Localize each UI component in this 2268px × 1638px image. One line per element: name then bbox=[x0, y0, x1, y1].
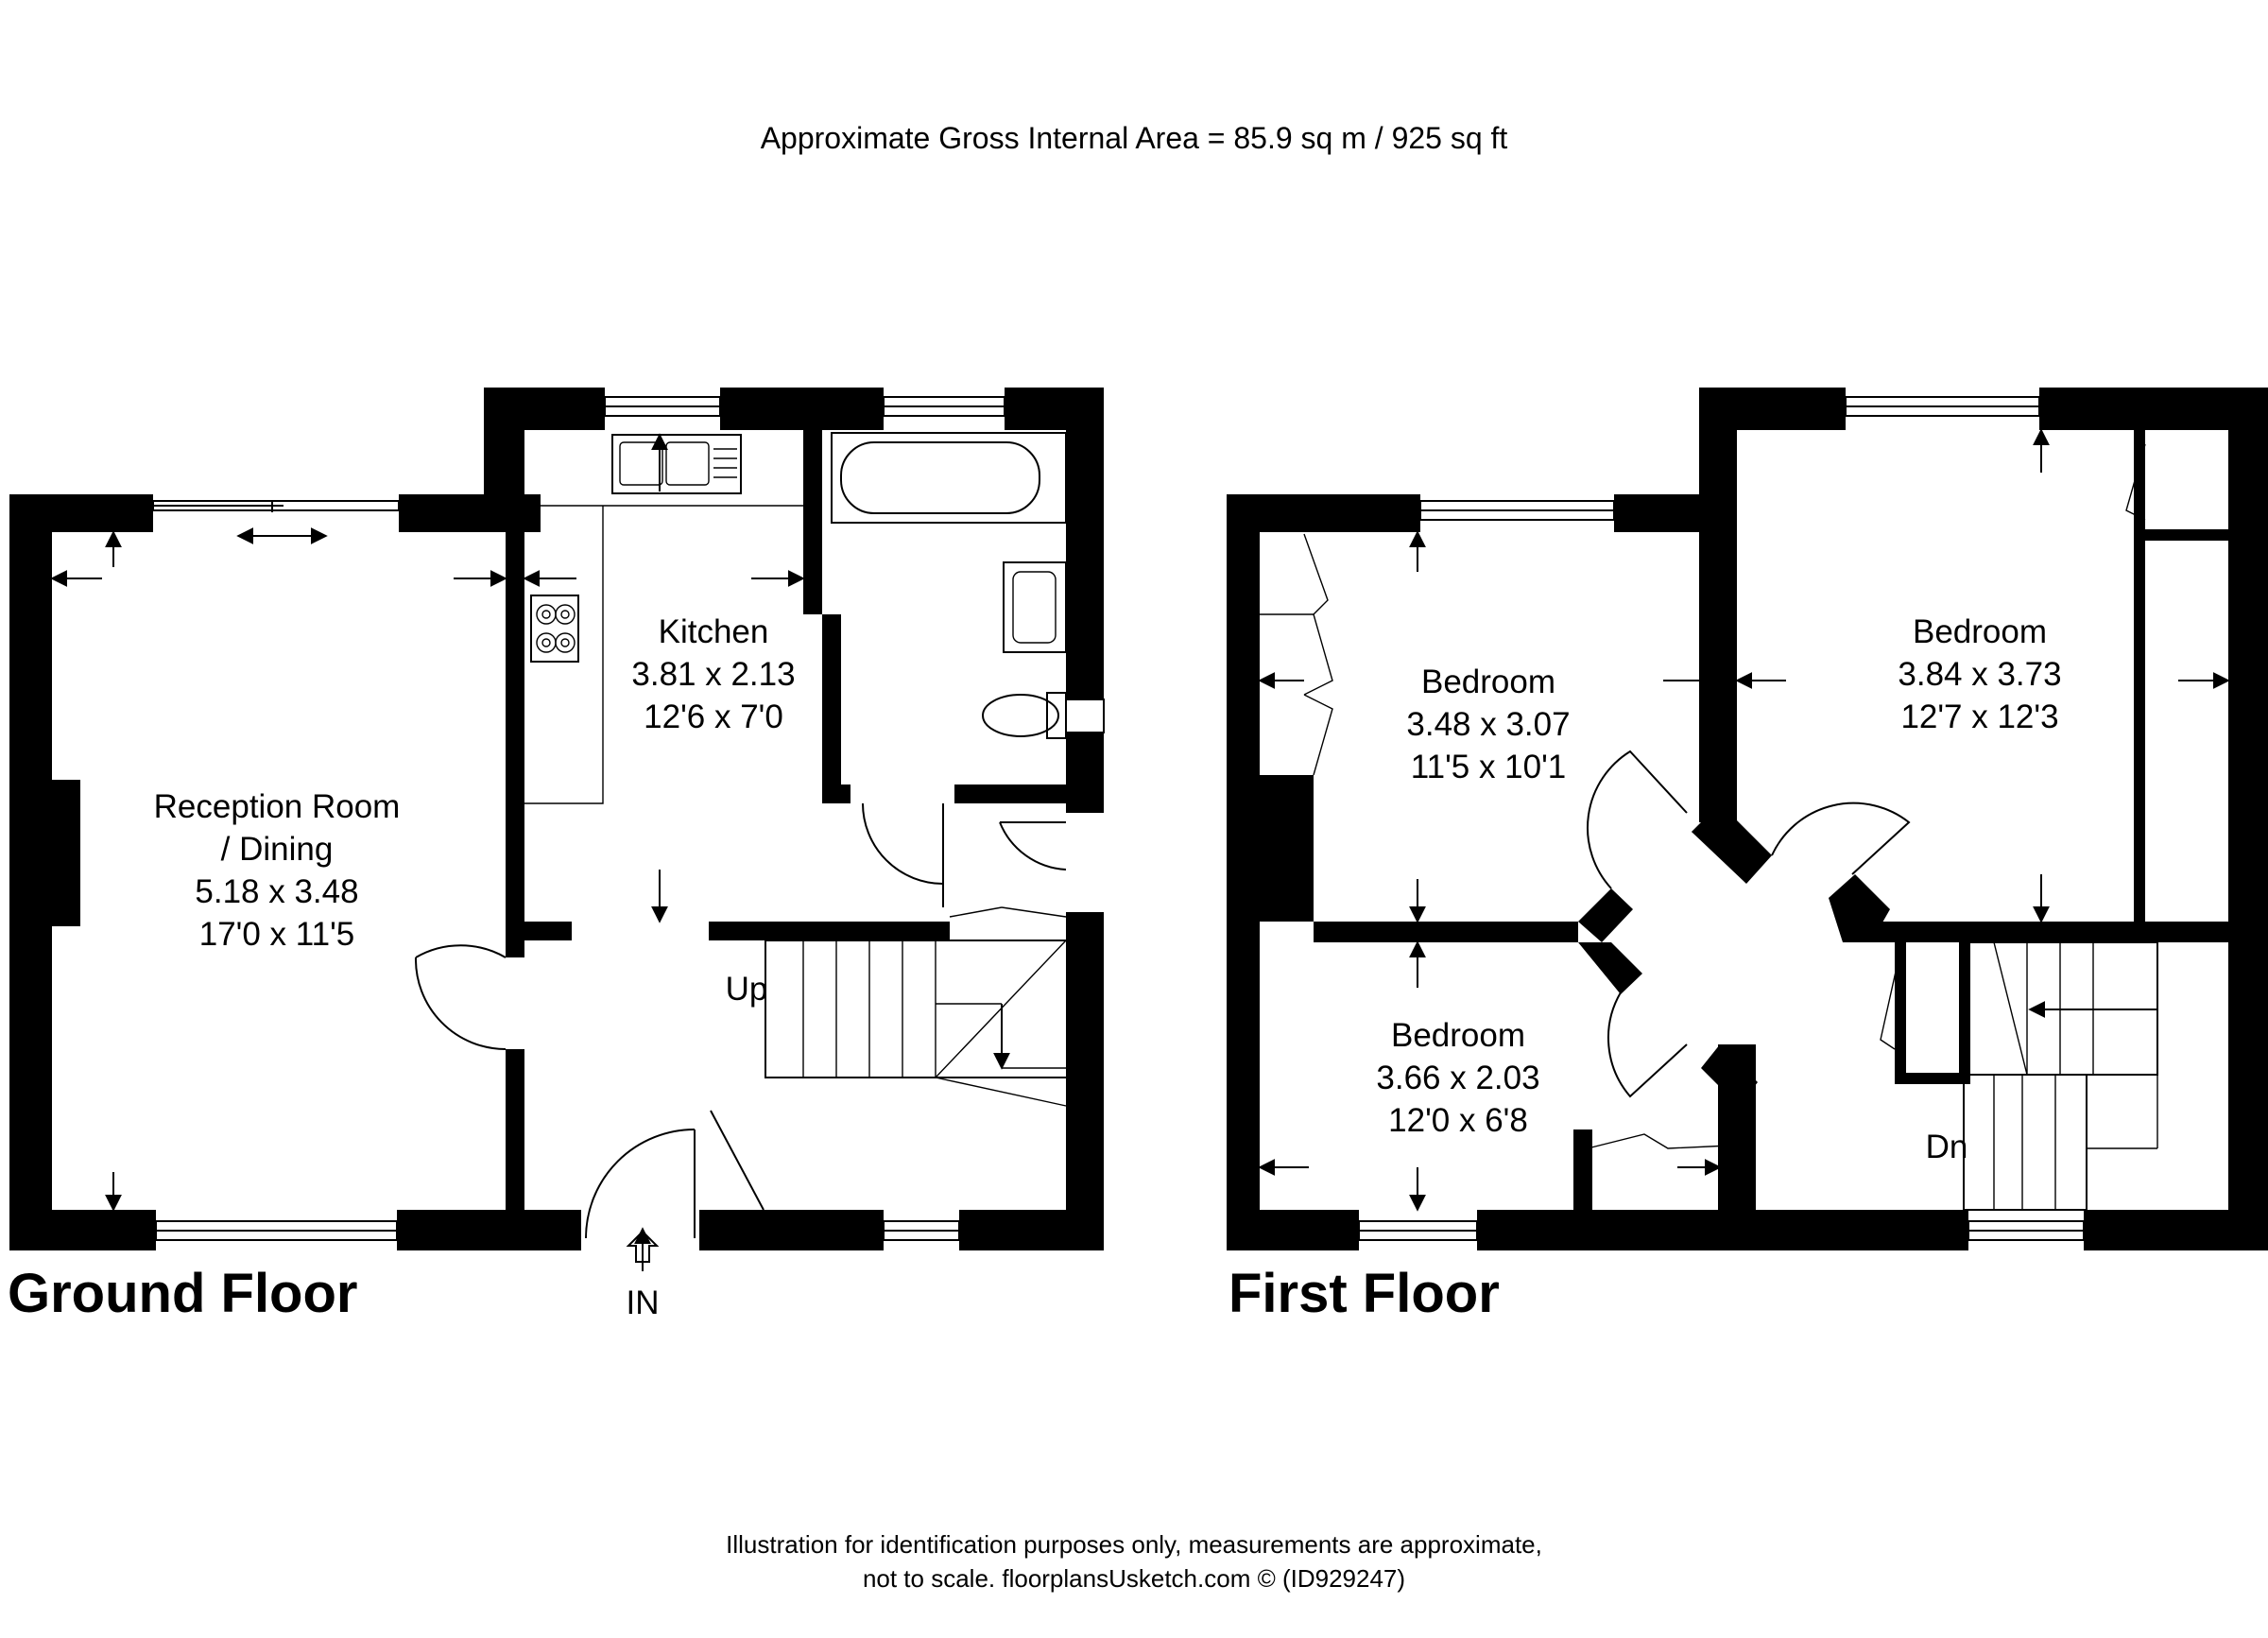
bedroom3-name: Bedroom bbox=[1391, 1017, 1525, 1054]
patio-sliding-door bbox=[152, 500, 400, 544]
first-stairs bbox=[1963, 941, 2158, 1211]
first-dimension-arrows bbox=[1258, 428, 2230, 1212]
ground-dimension-arrows bbox=[50, 530, 805, 1271]
wardrobes bbox=[1260, 443, 2146, 1149]
landing-diagonal-walls bbox=[1578, 803, 1890, 1106]
bedroom3-imperial: 12'0 x 6'8 bbox=[1388, 1102, 1528, 1139]
kitchen-counters bbox=[524, 433, 803, 804]
bedroom2-imperial: 12'7 x 12'3 bbox=[1900, 698, 2058, 735]
reception-room-name: Reception Room bbox=[154, 788, 401, 825]
reception-room-metric: 5.18 x 3.48 bbox=[195, 873, 358, 910]
bedroom2-metric: 3.84 x 3.73 bbox=[1898, 656, 2061, 693]
bedroom1-imperial: 11'5 x 10'1 bbox=[1411, 749, 1567, 785]
reception-room-name-line2: / Dining bbox=[221, 831, 334, 868]
gross-internal-area: Approximate Gross Internal Area = 85.9 s… bbox=[760, 121, 1508, 155]
first-floor-title: First Floor bbox=[1228, 1263, 1500, 1324]
ground-doors bbox=[414, 802, 1067, 1239]
entrance-label: IN bbox=[627, 1285, 660, 1321]
reception-room-imperial: 17'0 x 11'5 bbox=[199, 916, 355, 953]
kitchen-name: Kitchen bbox=[659, 613, 769, 650]
first-floor-plan: Bedroom 3.48 x 3.07 11'5 x 10'1 Bedroom … bbox=[1227, 388, 2268, 1250]
bedroom1-metric: 3.48 x 3.07 bbox=[1406, 706, 1570, 743]
ground-floor-title: Ground Floor bbox=[8, 1263, 358, 1324]
disclaimer-line1: Illustration for identification purposes… bbox=[726, 1530, 1542, 1559]
ground-stairs-label: Up bbox=[726, 971, 768, 1008]
first-stairs-label: Dn bbox=[1926, 1129, 1968, 1165]
disclaimer-line2: not to scale. floorplansUsketch.com © (I… bbox=[862, 1564, 1406, 1593]
bedroom2-name: Bedroom bbox=[1913, 613, 2047, 650]
ground-floor-plan: Reception Room / Dining 5.18 x 3.48 17'0… bbox=[9, 388, 1105, 1321]
bathroom-fixtures bbox=[831, 432, 1105, 739]
disclaimer: Illustration for identification purposes… bbox=[0, 1527, 2268, 1595]
kitchen-metric: 3.81 x 2.13 bbox=[631, 656, 795, 693]
entrance-arrow-icon bbox=[626, 1230, 660, 1263]
kitchen-walls bbox=[484, 388, 1104, 1250]
bedroom3-metric: 3.66 x 2.03 bbox=[1376, 1060, 1539, 1096]
first-floor-doors bbox=[1587, 750, 1911, 1098]
bedroom1-name: Bedroom bbox=[1421, 664, 1555, 700]
ground-stairs bbox=[765, 940, 1069, 1107]
first-floor-walls bbox=[1227, 388, 2268, 1250]
kitchen-imperial: 12'6 x 7'0 bbox=[644, 698, 783, 735]
reception-walls bbox=[9, 494, 581, 1250]
